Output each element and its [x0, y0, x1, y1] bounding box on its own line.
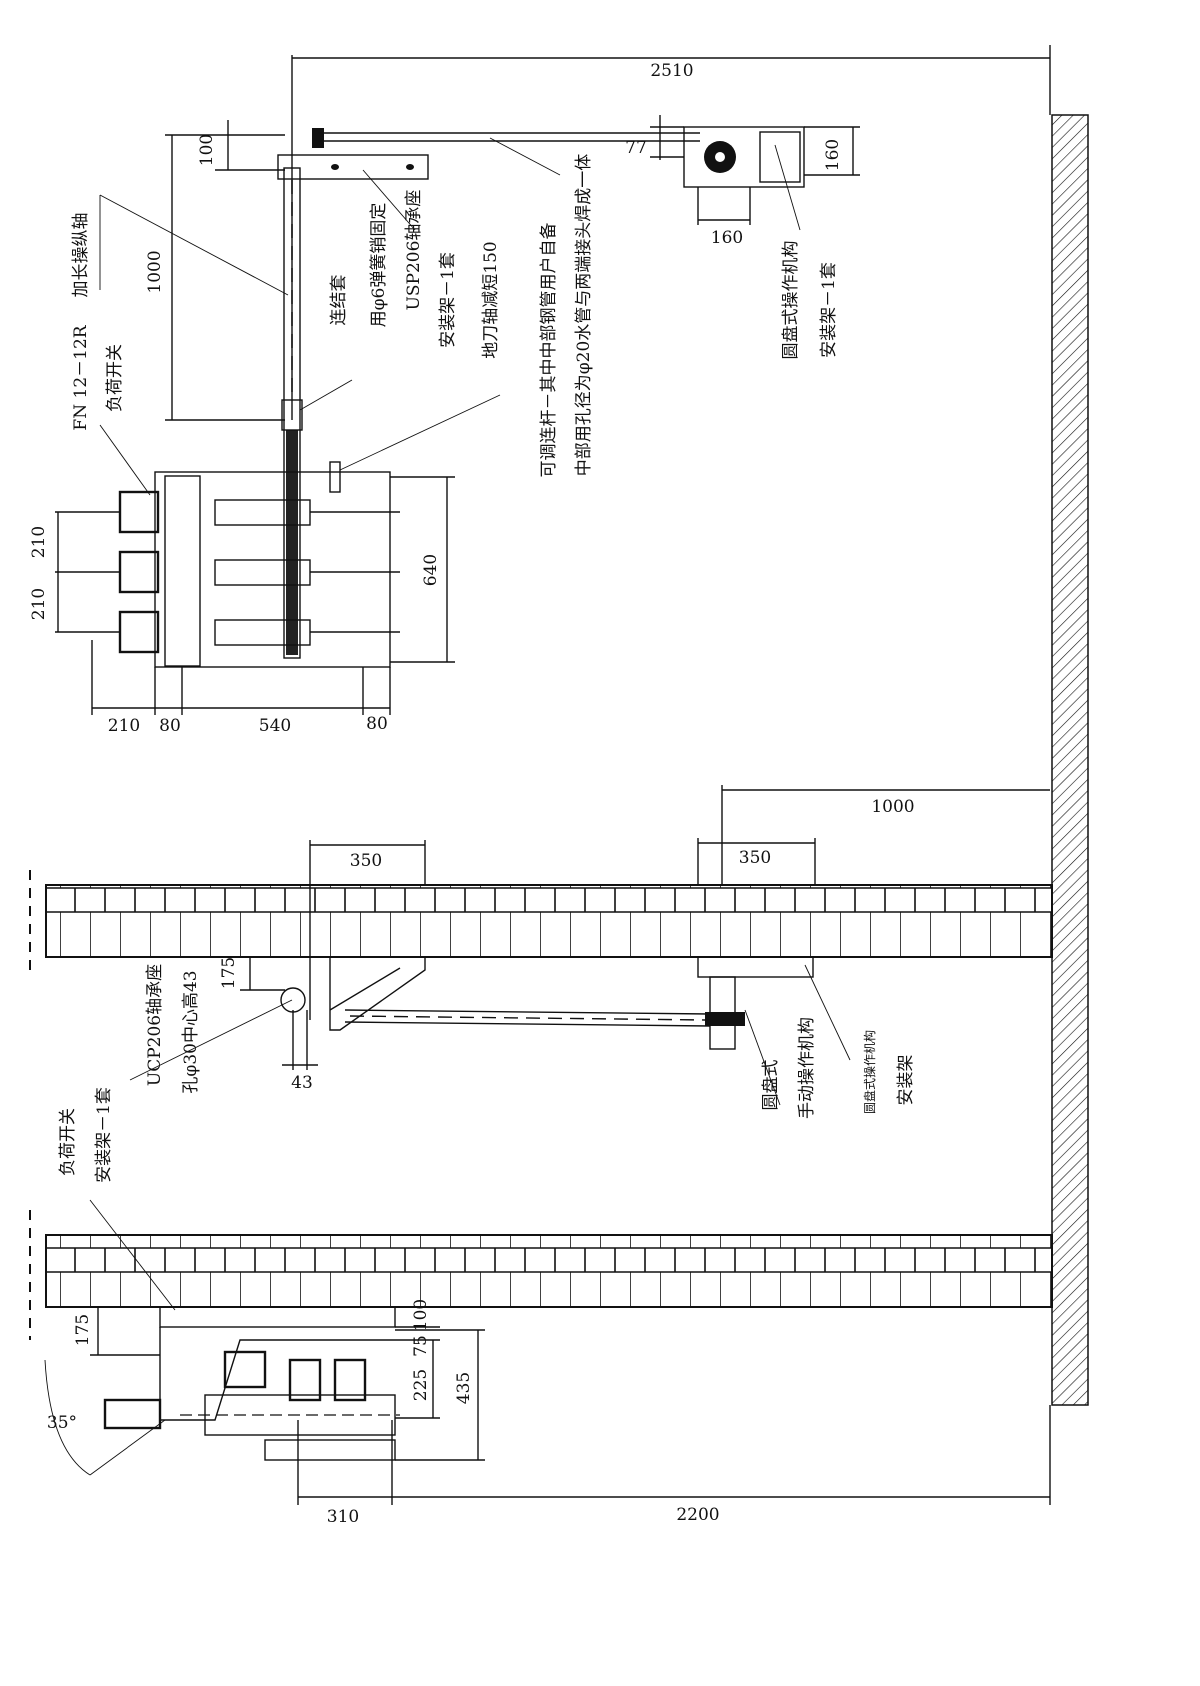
- label-rod-note: 中部用孔径为φ20水管与两端接头焊成一体: [574, 154, 594, 477]
- label-coupling: 连结套: [329, 275, 349, 326]
- label-side-mount-frame: 安装架－1套: [94, 1087, 114, 1183]
- insulators: [90, 490, 160, 654]
- label-load-switch: 负荷开关: [105, 344, 125, 412]
- label-spring-pin: 用φ6弹簧销固定: [369, 203, 389, 328]
- label-side-load-switch: 负荷开关: [58, 1108, 78, 1176]
- label-earth-shaft: 地刀轴减短150: [481, 241, 501, 358]
- brick-wall-lower: [29, 1210, 1053, 1340]
- label-adjustable-rod: 可调连杆－其中中部钢管用户自备: [539, 223, 559, 478]
- dim-bottom-2: 80: [159, 716, 181, 736]
- dim-phase-spacing-2: 210: [29, 588, 49, 620]
- label-bearing-hole: 孔φ30中心高43: [181, 970, 201, 1093]
- label-manual-mechanism: 手动操作机构: [797, 1017, 817, 1119]
- dim-switch-depth: 640: [421, 554, 441, 586]
- dim-bearing-offset: 43: [291, 1073, 313, 1093]
- label-disc-mechanism: 圆盘式操作机构: [781, 241, 801, 360]
- label-disc-type: 圆盘式: [761, 1060, 781, 1111]
- top-view: [55, 45, 1051, 715]
- label-extension-shaft: 加长操纵轴: [71, 213, 91, 298]
- dim-wall-offset: 1000: [871, 797, 914, 817]
- dim-bottom-1: 210: [108, 716, 140, 736]
- dim-overall-width: 2510: [650, 61, 693, 81]
- dim-mechanism-width: 160: [711, 228, 743, 248]
- dim-side-depth: 310: [327, 1507, 359, 1527]
- dim-side-225: 225: [411, 1369, 431, 1401]
- dim-bracket-right: 350: [739, 848, 771, 868]
- label-disc-mechanism-small: 圆盘式操作机构: [862, 1030, 877, 1114]
- dim-side-angle: 35°: [47, 1413, 77, 1433]
- label-switch-model: FN 12－12R: [71, 324, 91, 430]
- dim-side-435: 435: [454, 1372, 474, 1404]
- side-view: [44, 1199, 1051, 1505]
- label-bearing-seat: USP206轴承座: [404, 190, 424, 311]
- dim-mechanism-height: 160: [823, 139, 843, 171]
- side-wall: [1051, 114, 1089, 1406]
- dim-side-100: 100: [411, 1299, 431, 1331]
- dim-bearing-drop: 175: [219, 957, 239, 989]
- label-mech-frame: 安装架: [896, 1055, 916, 1106]
- brick-wall-upper: [29, 870, 1053, 970]
- label-mech-mount-frame: 安装架－1套: [819, 262, 839, 358]
- dim-bracket-offset: 100: [197, 134, 217, 166]
- dim-side-75: 75: [411, 1335, 431, 1357]
- dim-shaft-length: 1000: [145, 250, 165, 293]
- dim-side-to-wall: 2200: [676, 1505, 719, 1525]
- dim-bottom-4: 80: [366, 714, 388, 734]
- middle-view: [129, 785, 1050, 1106]
- label-ucp-bearing: UCP206轴承座: [145, 964, 165, 1086]
- dim-phase-spacing-1: 210: [29, 526, 49, 558]
- dim-side-drop: 175: [73, 1314, 93, 1346]
- label-mount-frame: 安装架－1套: [438, 252, 458, 348]
- dim-bracket-left: 350: [350, 851, 382, 871]
- dim-mechanism-offset: 77: [625, 138, 647, 158]
- dim-bottom-3: 540: [259, 716, 291, 736]
